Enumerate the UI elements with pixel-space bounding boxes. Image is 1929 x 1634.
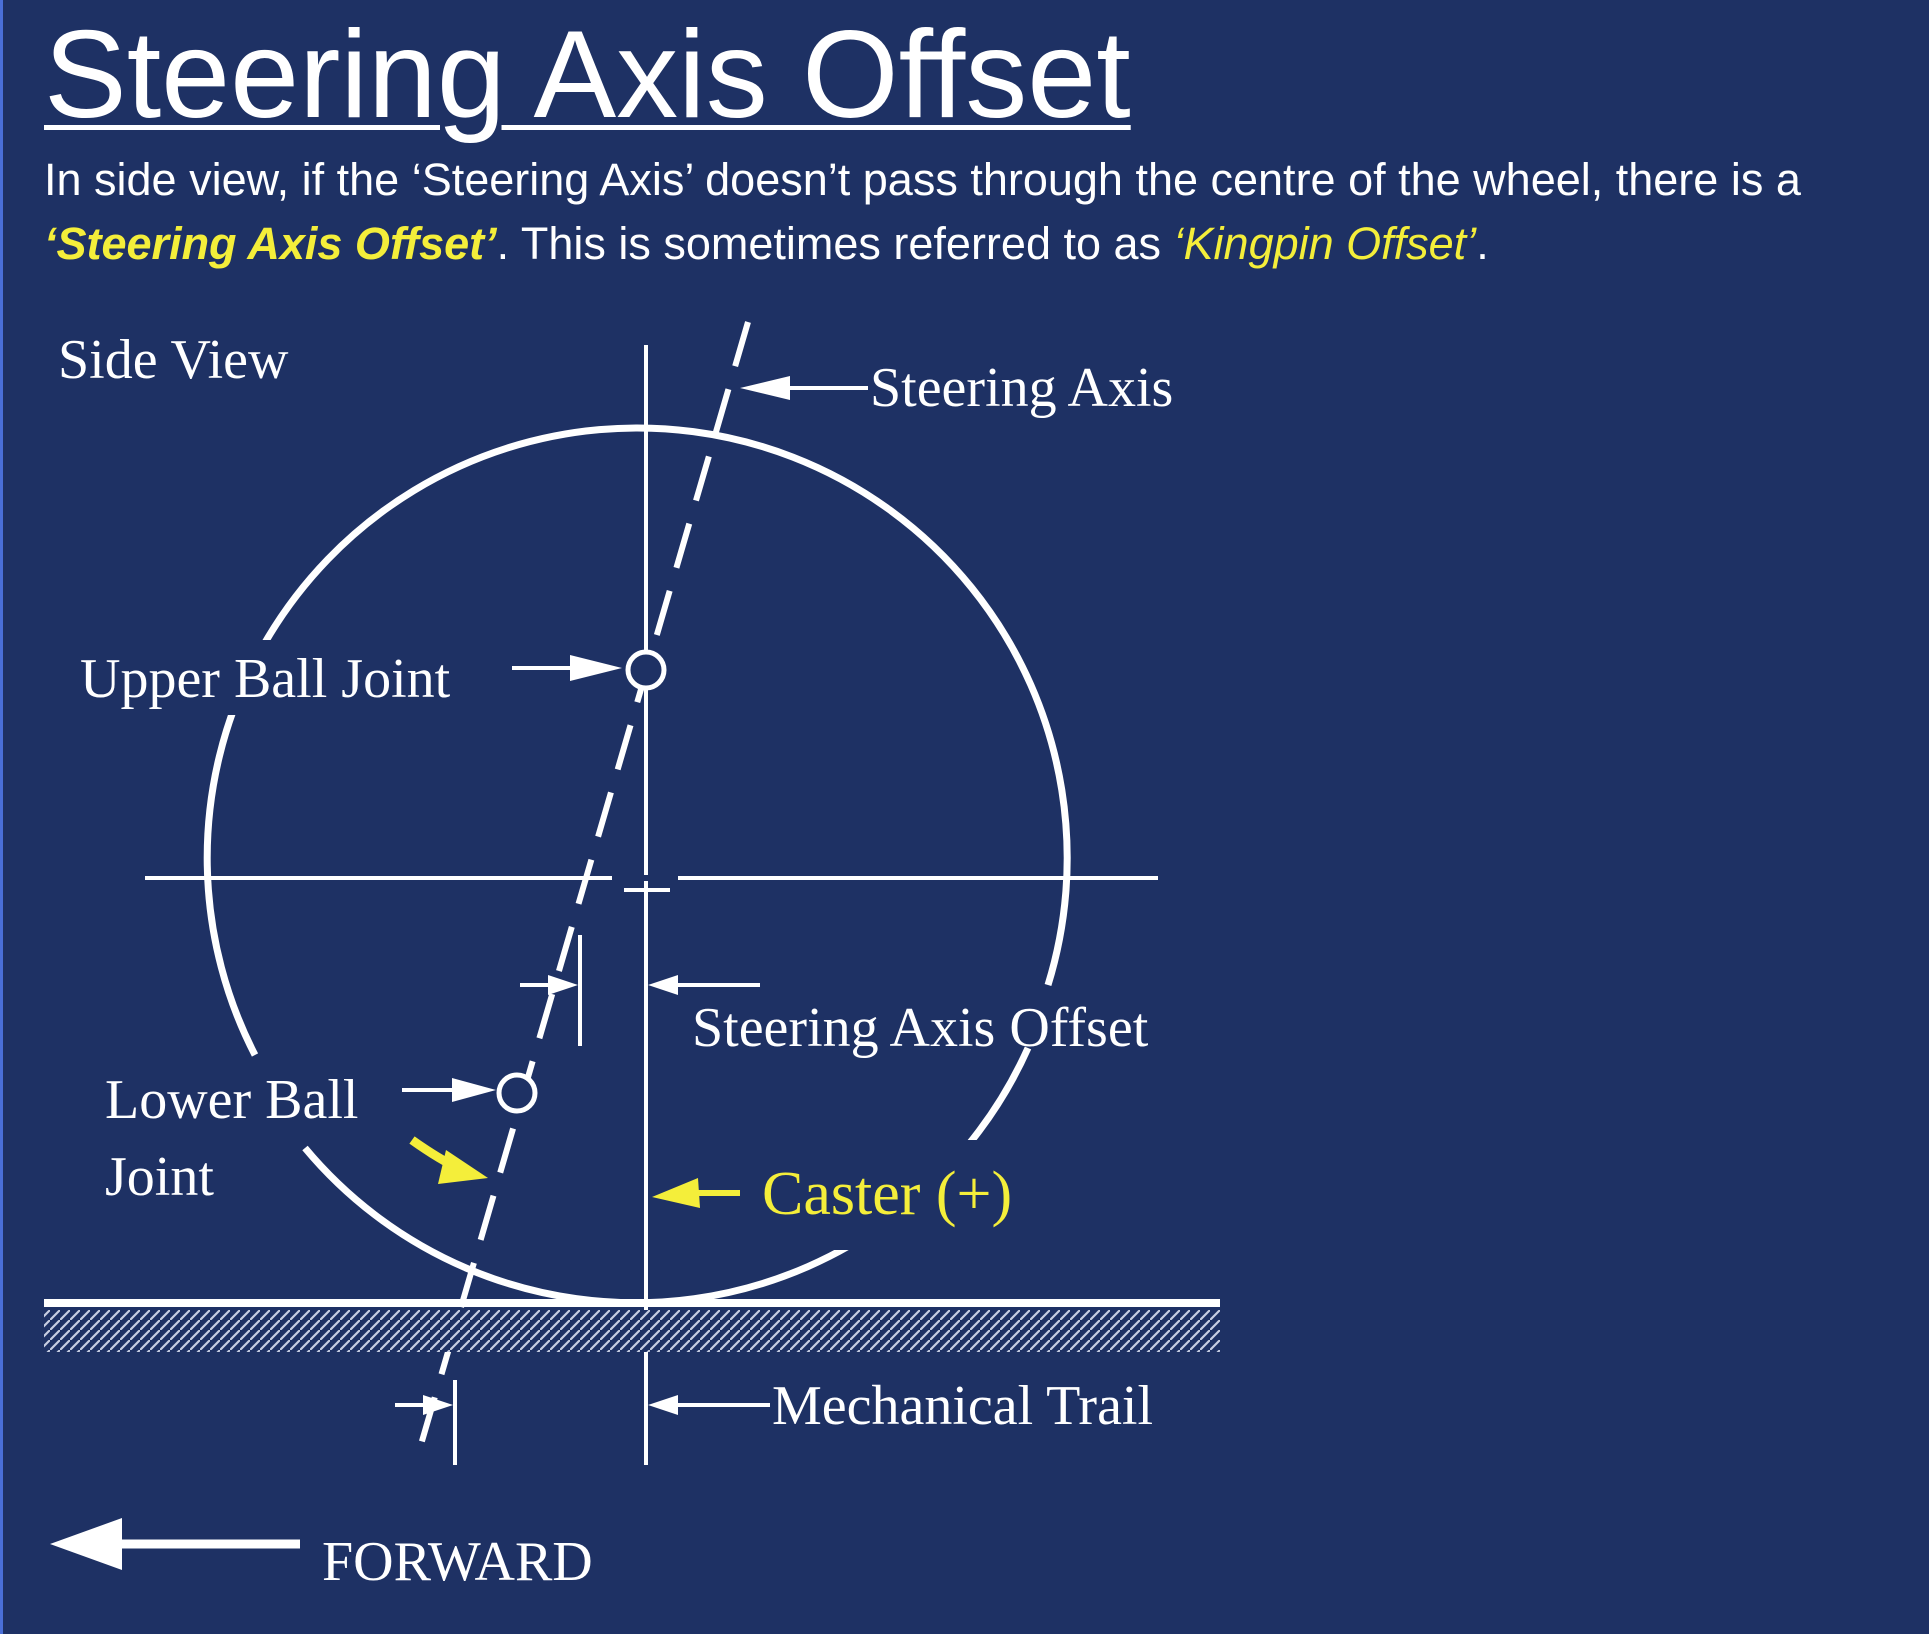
intro-text-end: . [1476,218,1489,269]
label-mechanical-trail: Mechanical Trail [772,1375,1153,1437]
intro-text-2: . This is sometimes referred to as [496,218,1174,269]
gap-upper-label [225,640,525,715]
wheel-arc-upper [203,424,1071,1057]
slide-left-edge [0,0,3,1634]
caster-angle-arrowhead [438,1150,488,1184]
intro-paragraph: In side view, if the ‘Steering Axis’ doe… [44,148,1904,276]
offset-left-arrowhead [548,975,578,995]
label-lower-ball-line1: Lower Ball [105,1069,358,1131]
steering-axis-line [417,321,751,1449]
label-lower-ball-line2: Joint [105,1146,214,1208]
trail-right-arrowhead [648,1395,678,1415]
slide-title: Steering Axis Offset [44,6,1131,144]
offset-right-arrowhead [648,975,678,995]
label-caster: Caster (+) [762,1160,1012,1228]
label-steering-axis-offset: Steering Axis Offset [692,997,1149,1059]
label-side-view: Side View [58,329,289,391]
gap-lower-label [340,1060,760,1135]
intro-term: ‘Steering Axis Offset’ [44,218,497,269]
ground-hatch [44,1310,1220,1352]
intro-alias: ‘Kingpin Offset’ [1173,218,1477,269]
upper-ball-arrowhead [570,655,622,681]
label-steering-axis: Steering Axis [870,357,1173,419]
trail-left-arrowhead [423,1395,453,1415]
steering-axis-arrowhead [740,376,790,400]
lower-ball-arrowhead [452,1078,496,1102]
forward-arrowhead [50,1518,122,1570]
label-upper-ball-joint: Upper Ball Joint [80,648,451,710]
upper-ball-joint [625,649,667,691]
caster-arrowhead [652,1178,700,1208]
label-forward: FORWARD [322,1531,593,1593]
intro-text-1: In side view, if the ‘Steering Axis’ doe… [44,154,1801,205]
lower-ball-joint [496,1072,538,1114]
gap-caster-label [750,1140,1070,1250]
